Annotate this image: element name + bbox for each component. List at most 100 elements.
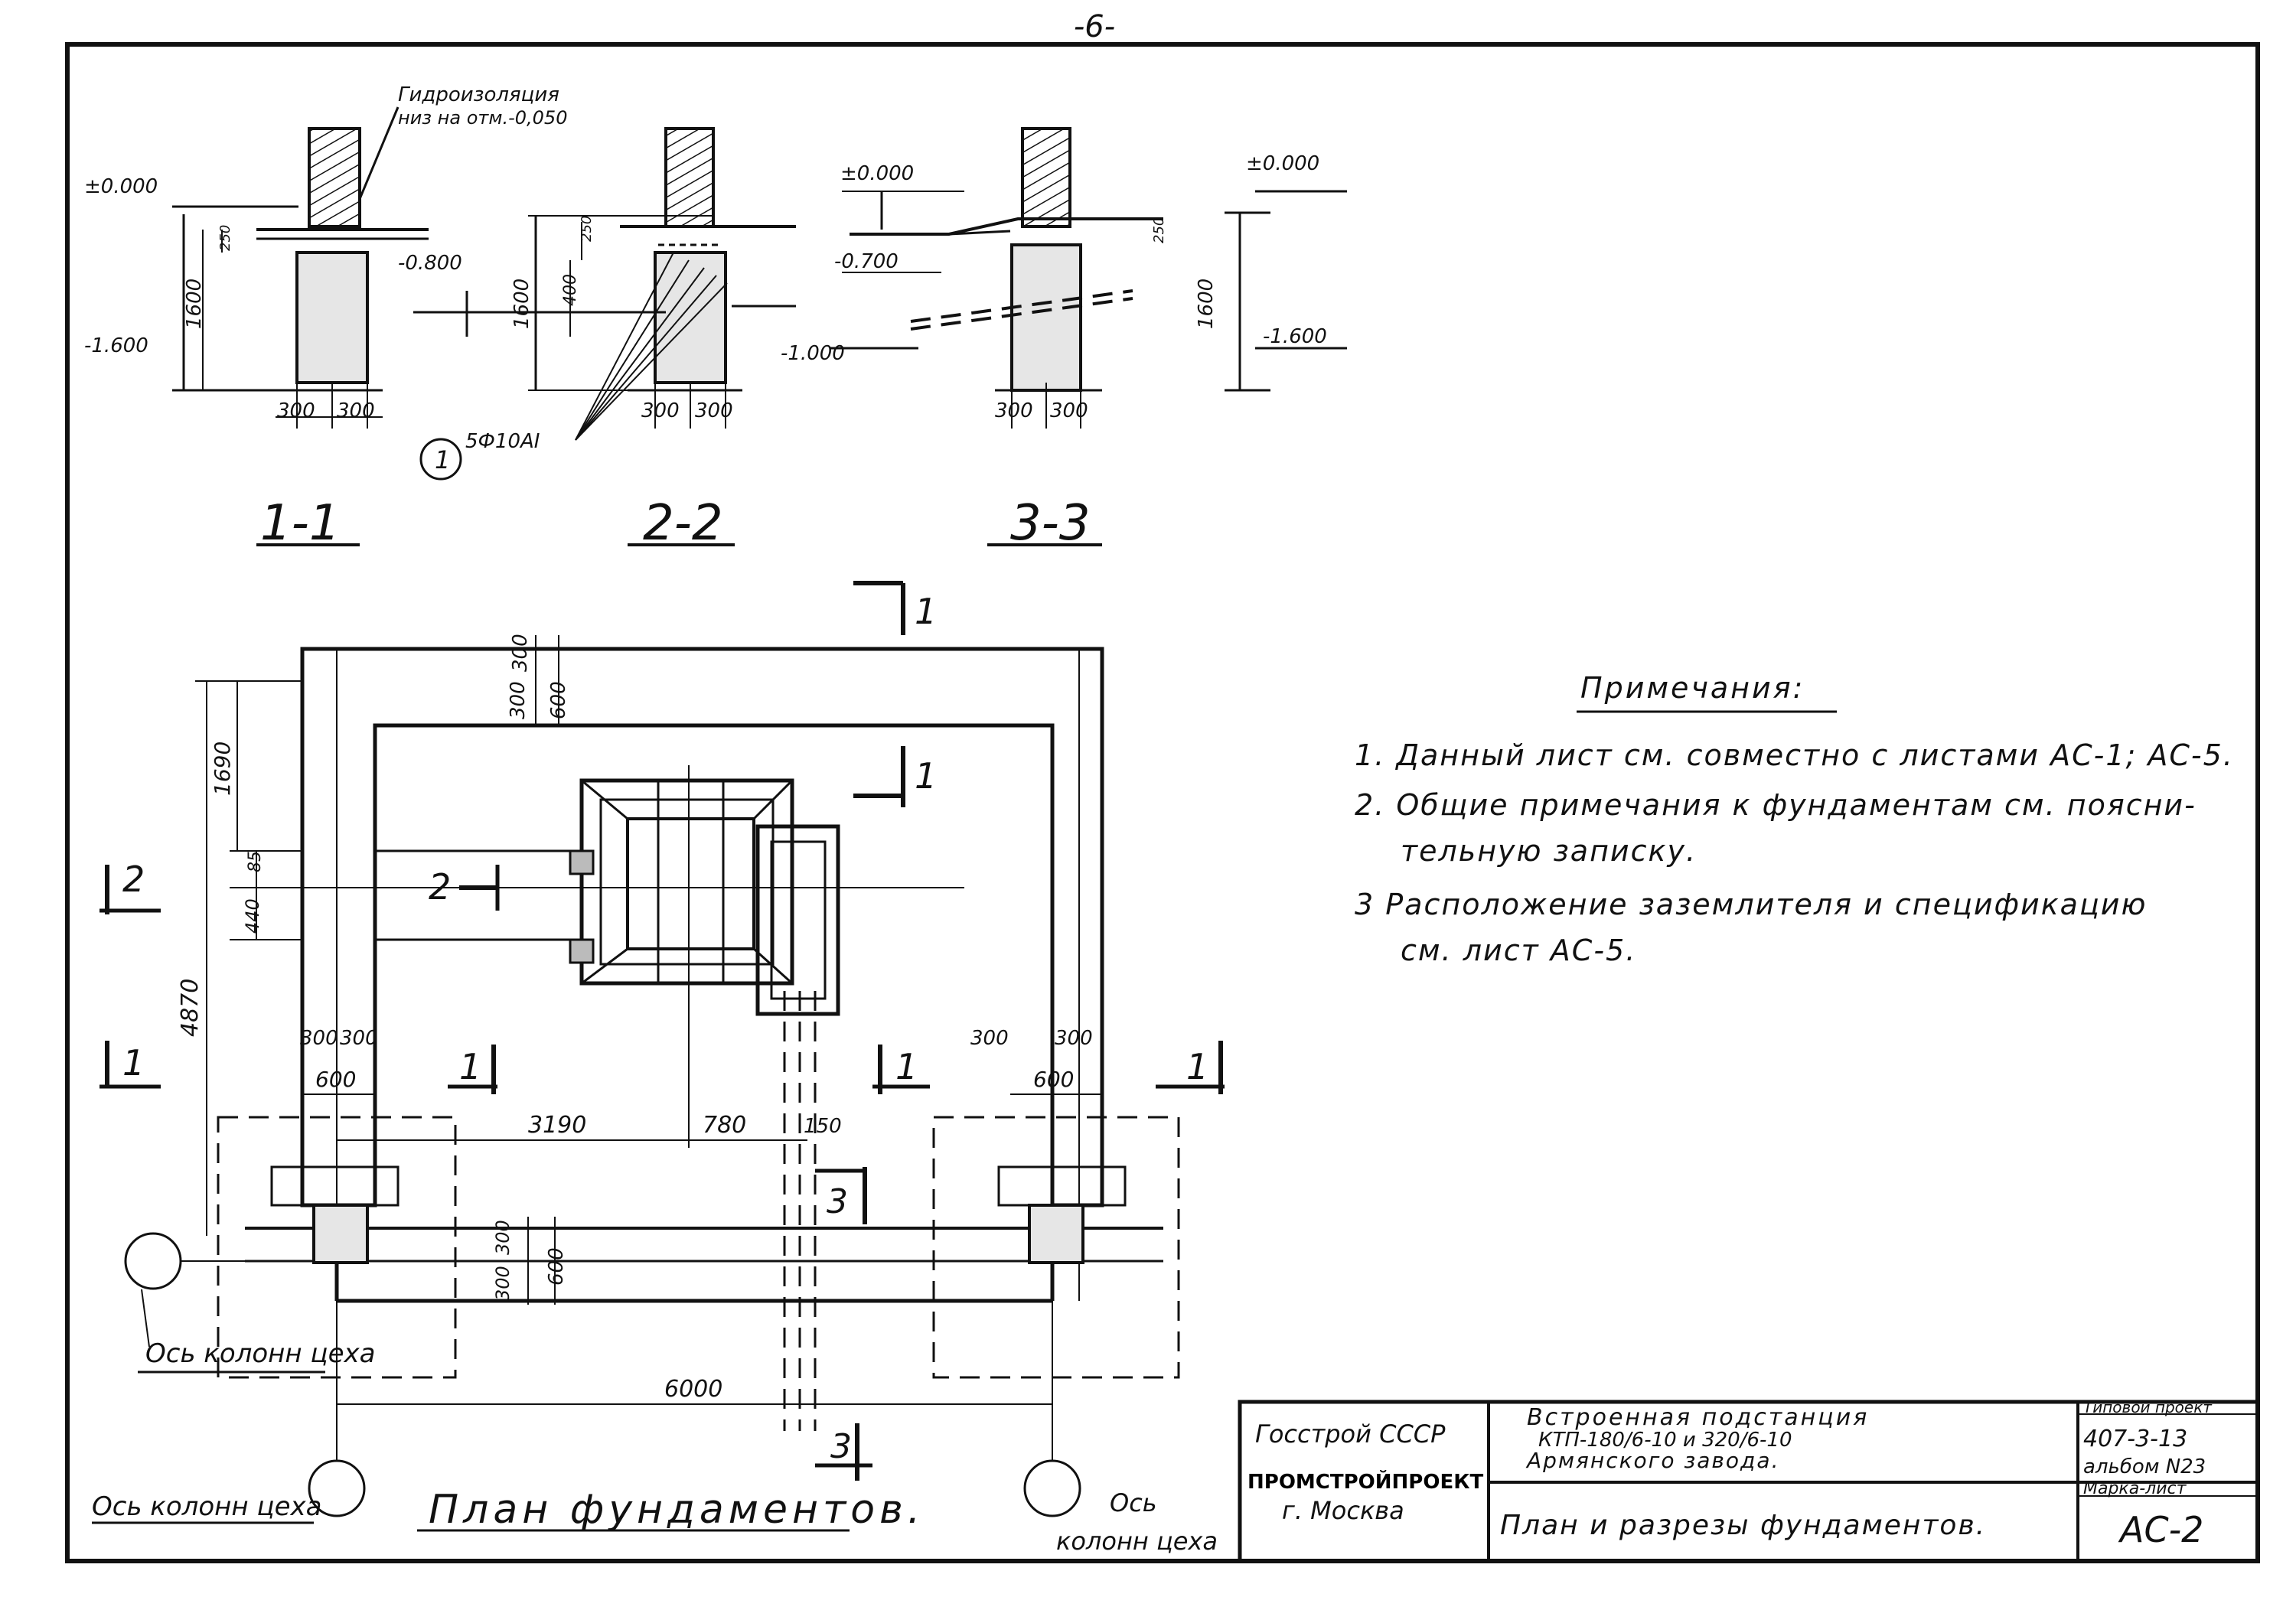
s3-width-b: 300 <box>1050 399 1088 422</box>
s2-width-a: 300 <box>641 399 680 422</box>
dim-col-r-b: 300 <box>1055 1027 1093 1050</box>
wall-1-1 <box>308 127 361 228</box>
cut-mark-1-left-outer: 1 <box>99 1041 161 1089</box>
cut-mark-1-right-inner: 1 <box>872 1045 930 1094</box>
s1-note-1: Гидроизоляция <box>398 83 559 106</box>
column-zone-right <box>932 1116 1180 1379</box>
dim-left-upper: 1690 <box>210 741 235 796</box>
plan-title: План фундаментов. <box>429 1487 925 1533</box>
s2-rebar-pos: 1 <box>435 445 450 474</box>
s1-note-2: низ на отм.-0,050 <box>398 107 567 129</box>
foundation-plan: 300 300 600 4870 1690 85 440 300 300 600… <box>92 581 1225 1556</box>
notes-title: Примечания: <box>1580 671 1805 705</box>
svg-text:3: 3 <box>830 1427 852 1466</box>
dim-span-6000: 6000 <box>664 1376 722 1403</box>
dim-col-r-a: 300 <box>970 1027 1009 1050</box>
s2-level-mid: -0.800 <box>398 252 462 275</box>
cut-mark-1-right: 1 <box>853 746 937 807</box>
svg-text:1: 1 <box>915 755 937 797</box>
s1-level-bottom: -1.600 <box>84 334 148 357</box>
rebar-position-circle <box>419 438 462 481</box>
svg-text:1: 1 <box>122 1042 145 1084</box>
s3-level-low: -1.000 <box>781 342 845 365</box>
note-3a: 3 Расположение заземлителя и спецификаци… <box>1355 888 2148 921</box>
svg-text:2: 2 <box>122 859 145 900</box>
note-3b: см. лист АС-5. <box>1401 934 1636 967</box>
tb-sheet-title: План и разрезы фундаментов. <box>1500 1510 1986 1541</box>
dim-bottom-300b: 300 <box>492 1220 514 1255</box>
svg-text:3: 3 <box>827 1182 848 1221</box>
cut-mark-1-left-inner: 1 <box>448 1045 497 1094</box>
s3-width-a: 300 <box>995 399 1033 422</box>
section-1-1: Гидроизоляция низ на отм.-0,050 ±0.000 -… <box>84 83 567 552</box>
tb-project2: КТП-180/6-10 и 320/6-10 <box>1538 1429 1792 1452</box>
dim-span-150: 150 <box>804 1115 842 1138</box>
page-number: -6- <box>1074 9 1115 44</box>
s3-level-top: ±0.000 <box>840 162 914 185</box>
svg-text:1: 1 <box>459 1046 481 1087</box>
tb-mark-label: Марка-лист <box>2083 1479 2187 1498</box>
tb-org3: г. Москва <box>1282 1496 1404 1525</box>
s3-dim-height: 1600 <box>1195 279 1218 329</box>
s2-rebar: 5Ф10АI <box>465 430 540 453</box>
tb-project3: Армянского завода. <box>1525 1448 1779 1473</box>
axis-label-bottom-left: Ось колонн цеха <box>92 1491 321 1522</box>
note-2a: 2. Общие примечания к фундаментам см. по… <box>1355 788 2197 822</box>
s1-width-a: 300 <box>277 399 315 422</box>
sheet-frame <box>65 42 2260 1563</box>
s1-dim-height: 1600 <box>183 279 206 329</box>
dim-top-c: 600 <box>547 681 570 719</box>
dim-col-l-a: 300 <box>300 1027 338 1050</box>
s1-level-top: ±0.000 <box>84 175 158 198</box>
column-footing-right <box>1028 1204 1084 1264</box>
title-block: Госстрой СССР ПРОМСТРОЙПРОЕКТ г. Москва … <box>1238 1398 2260 1563</box>
dim-bottom-600: 600 <box>545 1247 568 1286</box>
dim-top-a: 300 <box>509 634 532 672</box>
tb-type-num: 407-3-13 <box>2083 1426 2187 1452</box>
transformer-base <box>569 778 840 1016</box>
s1-width-b: 300 <box>337 399 375 422</box>
tb-project1: Встроенная подстанция <box>1527 1404 1869 1431</box>
footing-2-2 <box>654 251 727 384</box>
notes: Примечания: 1. Данный лист см. совместно… <box>1355 671 2234 967</box>
svg-text:1: 1 <box>915 591 937 632</box>
section-2-2: -0.800 1600 400 250 300 300 1 5Ф10АI 2-2 <box>398 127 796 552</box>
cut-mark-1-right-outer: 1 <box>1156 1041 1225 1094</box>
axis-label-bottom-right-2: колонн цеха <box>1056 1527 1218 1556</box>
s2-dim-small: 250 <box>579 216 595 242</box>
axis-label-left: Ось колонн цеха <box>145 1338 375 1369</box>
axis-bubble-bottom-right <box>1023 1459 1081 1517</box>
s1-dim-small: 250 <box>217 225 233 251</box>
dim-left-total: 4870 <box>177 979 204 1037</box>
dim-top-b: 300 <box>507 681 530 719</box>
tb-mark: АС-2 <box>2118 1509 2203 1550</box>
dim-bottom-300a: 300 <box>492 1266 514 1301</box>
cut-mark-3-mid: 3 <box>815 1167 867 1224</box>
note-2b: тельную записку. <box>1401 834 1697 868</box>
tb-album: альбом N23 <box>2083 1455 2206 1478</box>
note-1: 1. Данный лист см. совместно с листами А… <box>1355 738 2234 772</box>
cut-mark-3-bottom: 3 <box>815 1423 872 1481</box>
s3-level-bottom: -1.600 <box>1263 325 1327 348</box>
s2-dim-mid: 400 <box>561 274 580 306</box>
s3-dim-small: 250 <box>1151 217 1167 243</box>
svg-text:2: 2 <box>429 866 451 908</box>
tb-org1: Госстрой СССР <box>1255 1419 1446 1449</box>
tb-type-label: Типовой проект <box>2083 1398 2213 1416</box>
dim-left-440: 440 <box>242 898 263 934</box>
wall-3-3 <box>1021 127 1071 228</box>
footing-3-3 <box>1010 243 1082 392</box>
s2-width-b: 300 <box>695 399 733 422</box>
column-footing-left <box>312 1204 369 1264</box>
svg-text:1: 1 <box>895 1046 918 1087</box>
wall-2-2 <box>664 127 715 228</box>
axis-label-bottom-right-1: Ось <box>1110 1488 1157 1517</box>
dim-span-3190: 3190 <box>528 1112 586 1139</box>
svg-text:1: 1 <box>1186 1046 1208 1087</box>
s3-level-mid: -0.700 <box>834 250 899 273</box>
dim-col-r-w: 600 <box>1033 1067 1074 1092</box>
dim-left-85: 85 <box>246 851 265 872</box>
s2-dim-height: 1600 <box>510 279 533 329</box>
dim-col-l-b: 300 <box>340 1027 378 1050</box>
